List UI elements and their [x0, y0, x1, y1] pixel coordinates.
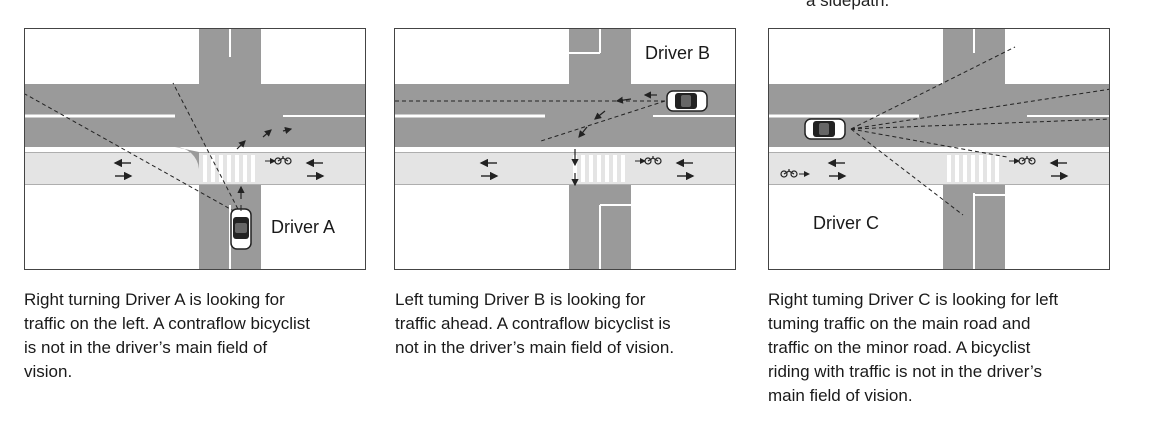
caption-line: is not in the driver’s main field of [24, 338, 268, 357]
caption-line: traffic on the left. A contraflow bicycl… [24, 314, 310, 333]
panel-driver-b: Driver B [394, 28, 736, 270]
caption-line: Right turning Driver A is looking for [24, 290, 285, 309]
driver-c-label: Driver C [813, 213, 879, 233]
caption-line: Left tuming Driver B is looking for [395, 290, 646, 309]
caption-line: vision. [24, 362, 73, 381]
caption-line: tuming traffic on the main road and [768, 314, 1031, 333]
caption-line: not in the driver’s main field of vision… [395, 338, 675, 357]
caption-driver-c: Right tuming Driver C is looking for lef… [768, 288, 1058, 408]
diagram-driver-b [395, 29, 735, 269]
caption-driver-a: Right turning Driver A is looking for tr… [24, 288, 310, 384]
caption-line: riding with traffic is not in the driver… [768, 362, 1043, 381]
diagram-driver-a [25, 29, 365, 269]
caption-line: traffic ahead. A contraflow bicyclist is [395, 314, 671, 333]
caption-line: main field of vision. [768, 386, 913, 405]
caption-driver-b: Left tuming Driver B is looking for traf… [395, 288, 674, 360]
diagram-driver-c [769, 29, 1109, 269]
driver-b-label: Driver B [645, 43, 711, 63]
panel-driver-a: Driver A [24, 28, 366, 270]
caption-line: traffic on the minor road. A bicyclist [768, 338, 1031, 357]
top-text-fragment: a sidepath. [806, 0, 890, 10]
driver-a-label: Driver A [271, 217, 336, 237]
caption-line: Right tuming Driver C is looking for lef… [768, 290, 1059, 309]
panel-driver-c: Driver C [768, 28, 1110, 270]
